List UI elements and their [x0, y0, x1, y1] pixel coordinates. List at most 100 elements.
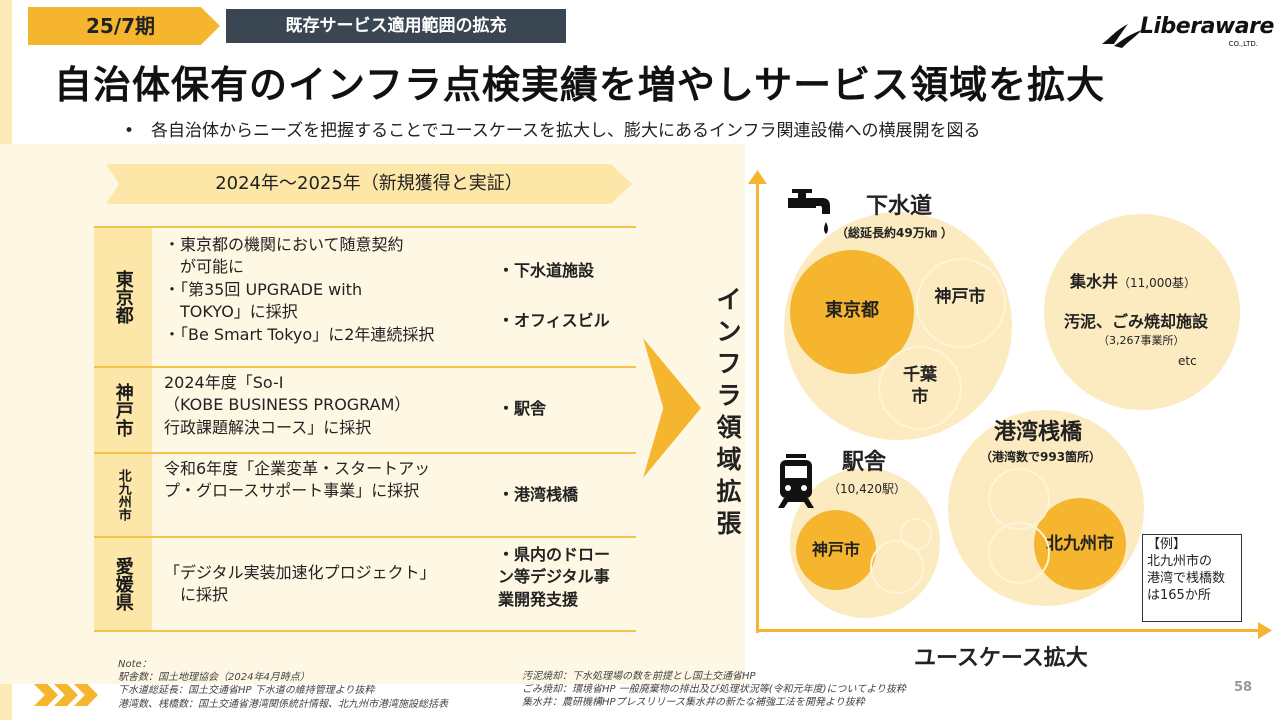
page-title: 自治体保有のインフラ点検実績を増やしサービス領域を拡大	[54, 63, 1106, 107]
station-ring	[900, 518, 932, 550]
example-line: 港湾で桟橋数	[1147, 570, 1226, 586]
desc-line: 2024年度「So-I	[164, 373, 284, 392]
row-facilities: ・港湾桟橋	[498, 484, 578, 506]
table-row: 神戸市 2024年度「So-I （KOBE BUSINESS PROGRAM） …	[94, 366, 636, 452]
row-facilities: ・下水道施設 ・オフィスビル	[498, 260, 610, 333]
section-tag: 既存サービス適用範囲の拡充	[226, 9, 566, 43]
facility-line: ン等デジタル事	[498, 567, 610, 587]
desc-line: ・「第35回 UPGRADE with	[164, 279, 363, 299]
desc-line: ・「Be Smart Tokyo」に2年連続採択	[164, 324, 435, 344]
footer-chevron	[34, 684, 58, 706]
facility-line: 業開発支援	[498, 589, 579, 609]
note-line: 汚泥焼却：下水処理場の数を前提とし国土交通省HP	[522, 671, 756, 682]
row-description: 2024年度「So-I （KOBE BUSINESS PROGRAM） 行政課題…	[164, 372, 410, 439]
table-row: 東京都 ・東京都の機関において随意契約 が可能に ・「第35回 UPGRADE …	[94, 226, 636, 366]
desc-line: （KOBE BUSINESS PROGRAM）	[164, 395, 411, 415]
port-ring	[988, 468, 1050, 530]
desc-line: TOKYO」に採択	[164, 302, 298, 322]
example-line: 【例】	[1147, 537, 1187, 552]
water-well-title: 集水井（11,000基）	[1070, 272, 1196, 291]
table-row: 愛媛県 「デジタル実装加速化プロジェクト」 に採択 ・県内のドロー ン等デジタル…	[94, 536, 636, 632]
city-cell: 神戸市	[94, 368, 152, 452]
station-title: 駅舎	[842, 450, 887, 475]
chiba-label: 千葉市	[903, 365, 937, 408]
desc-line: 「デジタル実装加速化プロジェクト」	[164, 563, 436, 582]
chiba-ring	[878, 346, 962, 430]
sewer-title: 下水道	[866, 194, 933, 219]
footer-chevron	[74, 684, 98, 706]
desc-line: プ・グロースサポート事業」に採択	[164, 481, 420, 501]
facility-line: ・下水道施設	[498, 261, 595, 280]
kobe-station-circle	[796, 510, 876, 590]
period-tag: 25/7期	[28, 7, 220, 45]
x-axis-arrowhead	[1258, 622, 1272, 639]
notes-left: Note： 駅舎数：国土地理協会（2024年4月時点） 下水道総延長：国土交通省…	[118, 658, 448, 711]
note-line: 下水道総延長：国土交通省HP 下水道の維持管理より抜粋	[118, 685, 375, 697]
water-well-count: （11,000基）	[1118, 276, 1197, 290]
summary-bullet: • 各自治体からニーズを把握することでユースケースを拡大し、膨大にあるインフラ関…	[124, 121, 981, 141]
incineration-title: 汚泥、ごみ焼却施設	[1064, 312, 1209, 331]
train-icon	[778, 454, 814, 508]
facility-line: ・港湾桟橋	[498, 485, 579, 504]
x-axis-line	[756, 629, 1261, 632]
city-name: 神戸市	[112, 383, 134, 437]
city-name: 愛媛県	[112, 557, 134, 611]
page-number: 58	[1234, 680, 1253, 695]
note-line: Note：	[118, 659, 152, 670]
port-ring	[988, 522, 1050, 584]
company-logo: Liberaware CO.,LTD.	[1100, 14, 1274, 54]
example-callout: 【例】 北九州市の 港湾で桟橋数 は165か所	[1142, 534, 1242, 622]
water-well-name: 集水井	[1070, 272, 1119, 291]
port-sub: （港湾数で993箇所）	[980, 450, 1102, 464]
city-cell: 北九州市	[94, 454, 152, 536]
footer-chevron	[54, 684, 78, 706]
faucet-icon	[788, 189, 830, 234]
row-facilities: ・県内のドロー ン等デジタル事 業開発支援	[498, 544, 610, 611]
desc-line: 行政課題解決コース」に採択	[164, 417, 372, 437]
sewer-sub: （総延長約49万㎞ ）	[836, 226, 953, 240]
example-line: 北九州市の	[1147, 553, 1213, 569]
kobe-sewer-ring	[916, 258, 1006, 348]
y-axis-arrowhead	[748, 170, 767, 184]
notes-right: 汚泥焼却：下水処理場の数を前提とし国土交通省HP ごみ焼却：環境省HP 一般廃棄…	[522, 670, 906, 710]
city-cell: 愛媛県	[94, 538, 152, 630]
logo-wing-icon	[1102, 24, 1142, 48]
note-line: 駅舎数：国土地理協会（2024年4月時点）	[118, 672, 310, 684]
example-line: は165か所	[1147, 587, 1211, 603]
note-line: 集水井：農研機構HPプレスリリース集水井の新たな補強工法を開発より抜粋	[522, 697, 865, 709]
y-axis-label: インフラ領域拡張	[716, 285, 742, 538]
desc-line: ・東京都の機関において随意契約	[164, 235, 404, 254]
row-description: 令和6年度「企業変革・スタートアッ プ・グロースサポート事業」に採択	[164, 458, 430, 503]
desc-line: が可能に	[164, 257, 245, 277]
station-sub: （10,420駅）	[828, 482, 906, 496]
note-line: 港湾数、桟橋数：国土交通省港湾関係統計情報、北九州市港湾施設総括表	[118, 698, 448, 710]
water-well-circle	[1044, 214, 1240, 410]
city-name: 北九州市	[115, 469, 131, 521]
incineration-count: （3,267事業所）	[1098, 334, 1185, 347]
x-axis-label: ユースケース拡大	[914, 646, 1088, 671]
desc-line: 令和6年度「企業変革・スタートアッ	[164, 459, 431, 478]
facility-line: ・県内のドロー	[498, 545, 611, 564]
y-axis-line	[756, 178, 759, 633]
logo-sub-text: CO.,LTD.	[1228, 40, 1258, 48]
kitakyushu-circle	[1034, 498, 1126, 590]
kobe-station-label: 神戸市	[811, 540, 860, 559]
tokyo-circle	[790, 250, 914, 374]
port-title: 港湾桟橋	[994, 420, 1083, 445]
row-description: ・東京都の機関において随意契約 が可能に ・「第35回 UPGRADE with…	[164, 234, 434, 346]
row-description: 「デジタル実装加速化プロジェクト」 に採択	[164, 562, 436, 607]
logo-text: Liberaware	[1140, 14, 1274, 39]
desc-line: に採択	[164, 585, 229, 605]
kitakyushu-label: 北九州市	[1046, 534, 1114, 554]
period-banner: 2024年～2025年（新規獲得と実証）	[106, 164, 632, 204]
city-name: 東京都	[112, 270, 134, 324]
note-line: ごみ焼却：環境省HP 一般廃棄物の排出及び処理状況等(令和元年度)についてより抜…	[522, 684, 907, 696]
facility-line: ・オフィスビル	[498, 311, 610, 331]
table-row: 北九州市 令和6年度「企業変革・スタートアッ プ・グロースサポート事業」に採択 …	[94, 452, 636, 536]
row-facilities: ・駅舎	[498, 398, 546, 420]
city-cell: 東京都	[94, 228, 152, 366]
facility-line: ・駅舎	[498, 399, 547, 418]
etc-label: etc	[1178, 354, 1197, 368]
tokyo-label: 東京都	[825, 300, 879, 321]
station-ring	[870, 540, 924, 594]
